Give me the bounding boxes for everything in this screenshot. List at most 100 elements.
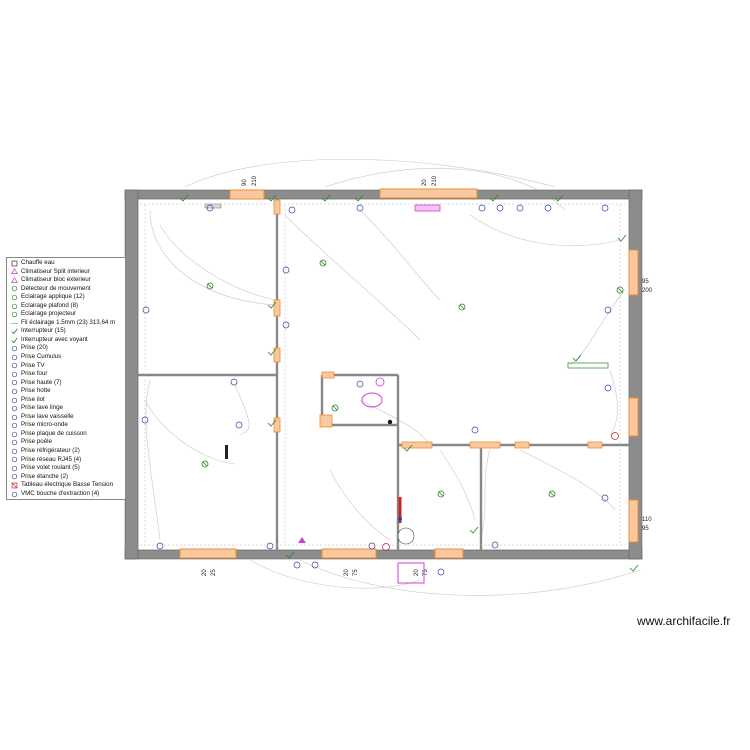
outlet-washer-icon — [9, 405, 19, 413]
dim-right-window-bottom-a: 110 — [642, 517, 652, 523]
outlet-icon — [206, 204, 214, 212]
switch-icon — [629, 564, 639, 572]
switch-light-icon — [9, 336, 19, 344]
ceiling-light-icon — [616, 286, 624, 294]
outlet-fridge-icon — [9, 447, 19, 455]
outlet-icon — [356, 204, 364, 212]
legend-item-label: Chauffe eau — [21, 259, 55, 266]
outlet-icon — [282, 266, 290, 274]
legend-item: Prise étanche (2) — [9, 473, 123, 482]
ceiling-light-icon — [331, 404, 339, 412]
wiring-junction — [397, 527, 415, 545]
legend-item-label: Eclairage applique (12) — [21, 293, 85, 301]
dim-bottom-window-middle-a: 20 — [344, 569, 350, 576]
legend-item: Eclairage plafond (8) — [9, 302, 123, 311]
legend-item-label: Prise lave vaisselle — [21, 412, 74, 420]
outlet-icon — [266, 542, 274, 550]
legend-item-label: Prise réseau RJ45 (4) — [21, 455, 82, 463]
outlet-oven-icon — [9, 370, 19, 378]
radiator — [567, 362, 609, 369]
dim-bottom-window-left-a: 20 — [202, 569, 208, 576]
outlet-icon — [471, 426, 479, 434]
outdoor-unit-bottom — [397, 562, 425, 584]
legend-item: Prise ilot — [9, 396, 123, 405]
legend-item-label: Prise étanche (2) — [21, 472, 69, 480]
legend-item: Prise haute (7) — [9, 379, 123, 388]
legend-item: Prise TV — [9, 362, 123, 371]
legend-item-label: Prise Cumulus — [21, 353, 62, 361]
wall-box-left — [225, 445, 228, 459]
dim-bottom-window-right-a: 20 — [414, 569, 420, 576]
dim-right-window-top-a: 95 — [642, 279, 649, 285]
legend-item: Prise Cumulus — [9, 353, 123, 362]
legend-item: Interrupteur (15) — [9, 327, 123, 336]
legend-item-label: Prise plaque de cuisson — [21, 429, 87, 437]
ceiling-light-icon — [201, 460, 209, 468]
dim-top-window-2a: 20 — [422, 179, 428, 186]
toilet-tank-symbol — [375, 377, 385, 387]
outlet-icon — [288, 206, 296, 214]
ac-indoor-icon — [9, 268, 19, 276]
fixtures — [204, 203, 609, 584]
switch-icon — [617, 234, 627, 242]
interior-walls — [138, 199, 629, 550]
ceiling-light-icon — [9, 302, 19, 310]
outlet-icon — [437, 568, 445, 576]
legend-item-label: Prise four — [21, 370, 48, 378]
switch-icon — [403, 444, 413, 452]
legend-item: Prise (20) — [9, 344, 123, 353]
legend-item: VMC bouche d'extraction (4) — [9, 490, 123, 499]
legend-item-label: Prise ilot — [21, 395, 45, 403]
dim-bottom-window-middle-b: 75 — [353, 569, 359, 576]
legend-item-label: Prise poêle — [21, 438, 52, 446]
legend-item-label: Eclairage projecteur — [21, 310, 77, 318]
watermark: www.archifacile.fr — [637, 614, 731, 628]
rj45-icon — [282, 321, 290, 329]
legend-item: Prise lave vaisselle — [9, 413, 123, 422]
outlet-icon — [496, 204, 504, 212]
ceiling-light-icon — [319, 259, 327, 267]
ceiling-light-icon — [458, 303, 466, 311]
outlet-icon — [601, 494, 609, 502]
legend-item: Prise lave linge — [9, 404, 123, 413]
dim-top-window-2b: 210 — [432, 175, 438, 186]
outlet-hood-icon — [9, 387, 19, 395]
outlet-dishwasher-icon — [9, 413, 19, 421]
legend-item: Prise micro-onde — [9, 421, 123, 430]
legend-item: Prise poêle — [9, 438, 123, 447]
legend-item: Détecteur de mouvement — [9, 285, 123, 294]
outlet-icon — [544, 204, 552, 212]
legend-item: Prise hotte — [9, 387, 123, 396]
motion-detector-icon — [9, 285, 19, 293]
dim-bottom-window-right-b: 75 — [423, 569, 429, 576]
wall-light-icon — [9, 293, 19, 301]
legend-item: Tableau électrique Basse Tension — [9, 481, 123, 490]
outlet-cumulus-icon — [9, 353, 19, 361]
waterproof-outlet-icon — [9, 473, 19, 481]
outlet-icon — [311, 561, 319, 569]
legend-item: Eclairage projecteur — [9, 310, 123, 319]
dim-right-window-bottom-b: 95 — [642, 526, 649, 532]
switch-icon — [572, 354, 582, 362]
outlet-icon — [9, 345, 19, 353]
electrical-panel-icon — [9, 481, 19, 489]
outlet-icon — [491, 541, 499, 549]
wall-wires — [140, 203, 625, 546]
legend-item-label: Prise volet roulant (5) — [21, 464, 80, 472]
shutter-outlet-icon — [9, 464, 19, 472]
switch-icon — [285, 551, 295, 559]
outlet-icon — [516, 204, 524, 212]
switch-icon — [179, 194, 189, 202]
dim-top-window-1a: 90 — [242, 179, 248, 186]
legend-item: Prise réfrigérateur (2) — [9, 447, 123, 456]
outlet-icon — [141, 416, 149, 424]
interior-doors — [273, 199, 603, 449]
outlet-icon — [156, 542, 164, 550]
panel-dot — [398, 517, 402, 521]
spotlight-icon — [9, 311, 19, 319]
wiring-paths — [144, 158, 641, 596]
switch-icon — [354, 194, 364, 202]
outlet-icon — [293, 561, 301, 569]
